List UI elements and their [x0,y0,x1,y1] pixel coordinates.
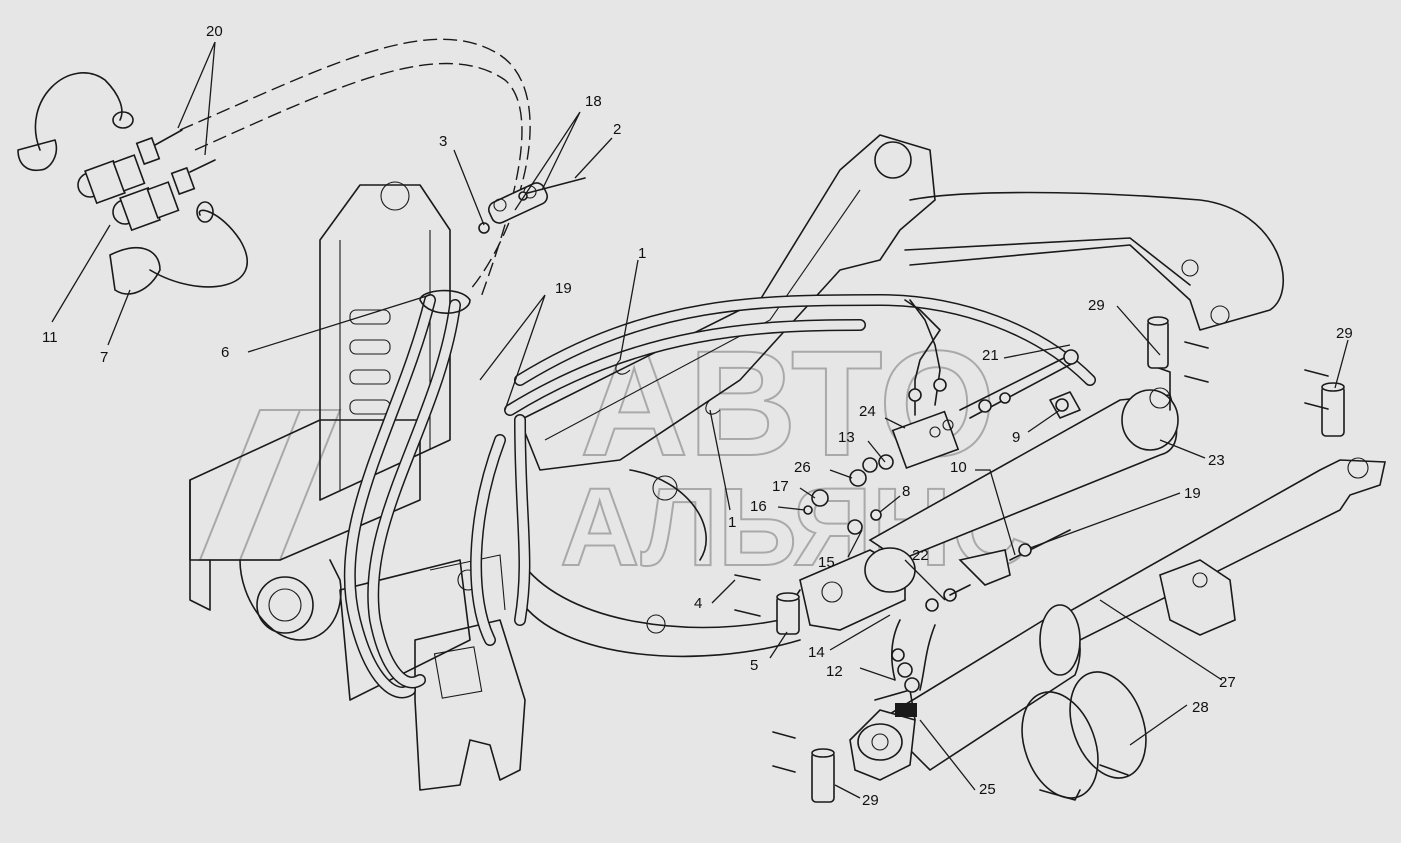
callout-labels: 20 18 2 3 19 1 1 6 11 7 29 21 29 9 24 13… [42,23,1353,809]
label-9: 9 [1012,429,1020,446]
label-7: 7 [100,349,108,366]
label-8: 8 [902,483,910,500]
label-1-bottom: 1 [728,514,736,531]
label-26: 26 [794,459,811,476]
label-28: 28 [1192,699,1209,716]
coupler-upper [77,129,183,205]
label-16: 16 [750,498,767,515]
label-11: 11 [42,329,58,346]
pins [734,316,1345,803]
label-29-right: 29 [1336,325,1353,342]
lift-frame [519,134,1284,658]
label-6: 6 [221,344,229,361]
label-4: 4 [694,595,702,612]
hose-clamps-28 [1021,671,1147,801]
label-19-right: 19 [1184,485,1201,502]
coupler-lower [112,159,216,232]
label-13: 13 [838,429,855,446]
label-12: 12 [826,663,843,680]
cylinder-upper [799,364,1179,631]
label-27: 27 [1219,674,1236,691]
label-19-top: 19 [555,280,572,297]
label-3: 3 [439,133,447,150]
label-1-top: 1 [638,245,646,262]
label-21: 21 [982,347,999,364]
valve-block [803,299,1081,535]
quick-couplers [17,72,248,295]
label-23: 23 [1208,452,1225,469]
watermark-logo [198,409,342,561]
front-frame [189,181,526,791]
hydraulic-hoses [343,293,1096,699]
label-5: 5 [750,657,758,674]
label-18: 18 [585,93,602,110]
cylinder-lower [849,457,1386,781]
label-2: 2 [613,121,621,138]
hose-clamp [419,177,586,314]
label-15: 15 [818,554,835,571]
label-17: 17 [772,478,789,495]
lower-fittings [890,584,971,693]
label-20: 20 [206,23,223,40]
leader-lines [51,41,1349,799]
label-29-top: 29 [1088,297,1105,314]
watermark-line1: АВТО [580,319,996,487]
label-10: 10 [950,459,967,476]
label-22: 22 [912,547,929,564]
label-24: 24 [859,403,876,420]
label-25: 25 [979,781,996,798]
label-14: 14 [808,644,825,661]
label-29-bottom: 29 [862,792,879,809]
long-hose-dashed [179,38,531,301]
